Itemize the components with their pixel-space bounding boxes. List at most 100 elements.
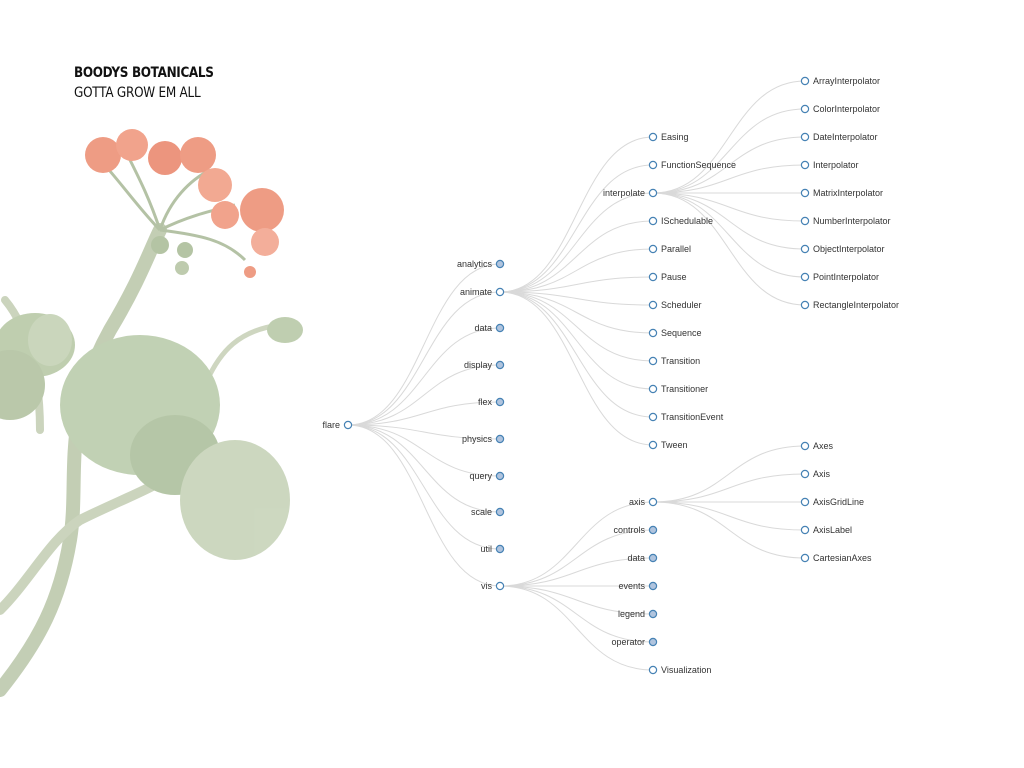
tree-link bbox=[347, 424, 501, 550]
tree-node-circle[interactable] bbox=[648, 132, 658, 142]
tree-node-flex[interactable]: flex bbox=[478, 397, 505, 407]
tree-node-data[interactable]: data bbox=[474, 323, 505, 333]
tree-node-easing[interactable]: Easing bbox=[648, 132, 689, 142]
tree-node-circle[interactable] bbox=[648, 272, 658, 282]
tree-node-circle[interactable] bbox=[495, 360, 505, 370]
tree-node-circle[interactable] bbox=[648, 188, 658, 198]
geranium-illustration bbox=[0, 129, 303, 697]
tree-node-circle[interactable] bbox=[648, 665, 658, 675]
tree-node-circle[interactable] bbox=[495, 259, 505, 269]
tree-node-circle[interactable] bbox=[800, 132, 810, 142]
tree-node-circle[interactable] bbox=[648, 160, 658, 170]
tree-node-label: Easing bbox=[661, 132, 689, 142]
tree-node-circle[interactable] bbox=[495, 287, 505, 297]
tree-node-circle[interactable] bbox=[800, 160, 810, 170]
tree-node-circle[interactable] bbox=[495, 471, 505, 481]
tree-node-circle[interactable] bbox=[800, 244, 810, 254]
tree-node-arrayinterpolator[interactable]: ArrayInterpolator bbox=[800, 76, 880, 86]
tree-node-circle[interactable] bbox=[495, 434, 505, 444]
tree-node-flare[interactable]: flare bbox=[322, 420, 353, 430]
tree-node-display[interactable]: display bbox=[464, 360, 505, 370]
tree-node-label: NumberInterpolator bbox=[813, 216, 891, 226]
tree-node-analytics[interactable]: analytics bbox=[457, 259, 505, 269]
tree-node-circle[interactable] bbox=[800, 553, 810, 563]
tree-node-circle[interactable] bbox=[648, 497, 658, 507]
tree-node-circle[interactable] bbox=[495, 507, 505, 517]
tree-node-circle[interactable] bbox=[495, 397, 505, 407]
tree-link bbox=[652, 80, 806, 194]
tree-link bbox=[652, 136, 806, 194]
tree-node-dateinterpolator[interactable]: DateInterpolator bbox=[800, 132, 878, 142]
tree-link bbox=[499, 557, 654, 587]
tree-node-axisgridline[interactable]: AxisGridLine bbox=[800, 497, 864, 507]
tree-node-interpolator[interactable]: Interpolator bbox=[800, 160, 859, 170]
tree-node-label: ArrayInterpolator bbox=[813, 76, 880, 86]
tree-node-circle[interactable] bbox=[800, 272, 810, 282]
tree-node-circle[interactable] bbox=[648, 300, 658, 310]
tree-node-circle[interactable] bbox=[648, 412, 658, 422]
tree-node-circle[interactable] bbox=[800, 76, 810, 86]
tree-node-scheduler[interactable]: Scheduler bbox=[648, 300, 702, 310]
tree-node-interpolate[interactable]: interpolate bbox=[603, 188, 658, 198]
tree-node-axislabel[interactable]: AxisLabel bbox=[800, 525, 852, 535]
tree-node-axis[interactable]: Axis bbox=[800, 469, 831, 479]
tree-node-label: DateInterpolator bbox=[813, 132, 878, 142]
tree-node-circle[interactable] bbox=[648, 637, 658, 647]
tree-node-numberinterpolator[interactable]: NumberInterpolator bbox=[800, 216, 891, 226]
tree-node-circle[interactable] bbox=[800, 104, 810, 114]
tree-node-scale[interactable]: scale bbox=[471, 507, 505, 517]
tree-node-objectinterpolator[interactable]: ObjectInterpolator bbox=[800, 244, 885, 254]
tree-node-circle[interactable] bbox=[495, 323, 505, 333]
tree-node-animate[interactable]: animate bbox=[460, 287, 505, 297]
tree-node-axis[interactable]: axis bbox=[629, 497, 658, 507]
tree-node-physics[interactable]: physics bbox=[462, 434, 505, 444]
tree-node-circle[interactable] bbox=[648, 216, 658, 226]
tree-node-circle[interactable] bbox=[648, 553, 658, 563]
tree-node-circle[interactable] bbox=[800, 469, 810, 479]
tree-node-util[interactable]: util bbox=[480, 544, 505, 554]
tree-node-legend[interactable]: legend bbox=[618, 609, 658, 619]
tree-node-visualization[interactable]: Visualization bbox=[648, 665, 711, 675]
tree-node-circle[interactable] bbox=[648, 525, 658, 535]
tree-node-events[interactable]: events bbox=[618, 581, 658, 591]
tree-node-pointinterpolator[interactable]: PointInterpolator bbox=[800, 272, 879, 282]
tree-node-transitioner[interactable]: Transitioner bbox=[648, 384, 708, 394]
tree-link bbox=[499, 291, 654, 306]
tree-node-circle[interactable] bbox=[343, 420, 353, 430]
tree-node-query[interactable]: query bbox=[469, 471, 505, 481]
tree-node-circle[interactable] bbox=[800, 525, 810, 535]
tree-node-controls[interactable]: controls bbox=[613, 525, 658, 535]
tree-node-pause[interactable]: Pause bbox=[648, 272, 687, 282]
tree-node-circle[interactable] bbox=[800, 300, 810, 310]
tree-node-vis[interactable]: vis bbox=[481, 581, 505, 591]
tree-node-matrixinterpolator[interactable]: MatrixInterpolator bbox=[800, 188, 883, 198]
tree-node-transition[interactable]: Transition bbox=[648, 356, 700, 366]
tree-node-circle[interactable] bbox=[800, 441, 810, 451]
tree-link bbox=[347, 424, 501, 477]
tree-node-circle[interactable] bbox=[800, 497, 810, 507]
tree-node-cartesianaxes[interactable]: CartesianAxes bbox=[800, 553, 872, 563]
tree-node-transitionevent[interactable]: TransitionEvent bbox=[648, 412, 724, 422]
tree-node-tween[interactable]: Tween bbox=[648, 440, 688, 450]
tree-node-circle[interactable] bbox=[495, 544, 505, 554]
tree-node-rectangleinterpolator[interactable]: RectangleInterpolator bbox=[800, 300, 899, 310]
tree-node-circle[interactable] bbox=[800, 188, 810, 198]
tree-node-circle[interactable] bbox=[648, 244, 658, 254]
tree-node-ischedulable[interactable]: ISchedulable bbox=[648, 216, 713, 226]
tree-node-circle[interactable] bbox=[648, 384, 658, 394]
tree-node-functionsequence[interactable]: FunctionSequence bbox=[648, 160, 736, 170]
tree-node-label: Tween bbox=[661, 440, 688, 450]
tree-node-circle[interactable] bbox=[648, 581, 658, 591]
tree-node-circle[interactable] bbox=[495, 581, 505, 591]
tree-node-parallel[interactable]: Parallel bbox=[648, 244, 691, 254]
tree-node-sequence[interactable]: Sequence bbox=[648, 328, 702, 338]
tree-node-circle[interactable] bbox=[800, 216, 810, 226]
tree-node-operator[interactable]: operator bbox=[611, 637, 658, 647]
tree-node-axes[interactable]: Axes bbox=[800, 441, 834, 451]
tree-node-circle[interactable] bbox=[648, 609, 658, 619]
tree-node-circle[interactable] bbox=[648, 356, 658, 366]
tree-node-data[interactable]: data bbox=[627, 553, 658, 563]
tree-node-colorinterpolator[interactable]: ColorInterpolator bbox=[800, 104, 880, 114]
tree-node-circle[interactable] bbox=[648, 440, 658, 450]
tree-node-circle[interactable] bbox=[648, 328, 658, 338]
